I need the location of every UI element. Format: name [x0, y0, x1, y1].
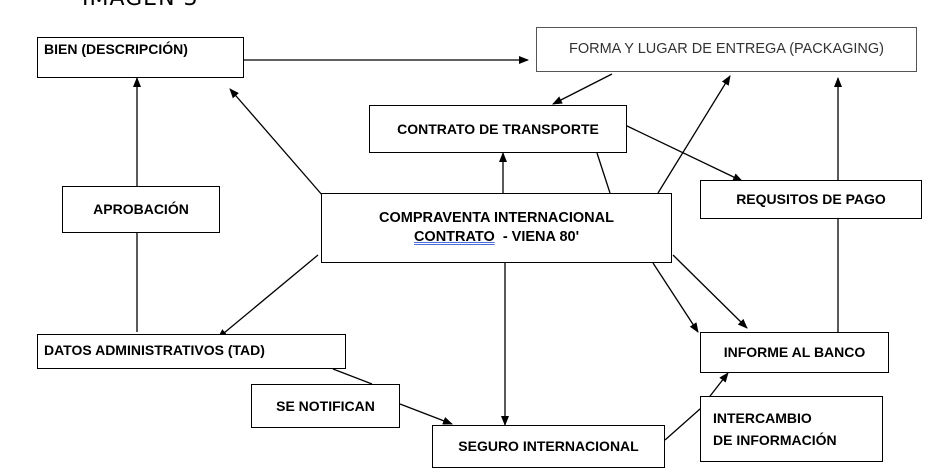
node-compraventa-line2: CONTRATO - VIENA 80' [414, 228, 579, 247]
node-intercambio-informacion: INTERCAMBIO DE INFORMACIÓN [700, 396, 883, 462]
line-seguro-to-intercambio [664, 408, 701, 441]
arrow-compraventa-to-datos [217, 254, 319, 339]
node-informe-banco: INFORME AL BANCO [700, 332, 889, 373]
arrow-compraventa-to-forma [657, 75, 731, 194]
node-intercambio-line2: DE INFORMACIÓN [713, 432, 837, 448]
arrow-compraventa-to-bien [229, 88, 324, 197]
node-datos-label: DATOS ADMINISTRATIVOS (TAD) [44, 342, 265, 358]
line-datos-to-senotifican [332, 368, 373, 385]
node-requisitos-label: REQUSITOS DE PAGO [736, 191, 886, 207]
node-contrato-transporte-label: CONTRATO DE TRANSPORTE [397, 120, 599, 137]
diagram-heading: IMAGEN 3 [82, 0, 199, 11]
node-bien-label: BIEN (DESCRIPCIÓN) [44, 41, 188, 57]
node-forma-label: FORMA Y LUGAR DE ENTREGA (PACKAGING) [568, 41, 885, 57]
node-aprobacion-label: APROBACIÓN [93, 201, 189, 217]
arrow-forma-to-contrato-transporte [552, 73, 613, 105]
line-contrato-transporte-to-compraventa [596, 152, 611, 194]
node-datos-administrativos: DATOS ADMINISTRATIVOS (TAD) [37, 334, 346, 369]
node-se-notifican-label: SE NOTIFICAN [276, 397, 375, 414]
node-compraventa-line1: COMPRAVENTA INTERNACIONAL [379, 210, 614, 226]
node-requisitos-pago: REQUSITOS DE PAGO [700, 180, 922, 219]
node-forma-lugar-entrega: FORMA Y LUGAR DE ENTREGA (PACKAGING) [536, 27, 917, 72]
node-intercambio-line1: INTERCAMBIO [713, 410, 812, 426]
node-aprobacion: APROBACIÓN [62, 186, 220, 233]
node-informe-label: INFORME AL BANCO [723, 344, 866, 360]
node-se-notifican: SE NOTIFICAN [251, 384, 400, 428]
arrow-senotifican-to-seguro [399, 403, 453, 425]
arrow-compraventa-to-informe-2 [672, 254, 748, 329]
node-compraventa-internacional: COMPRAVENTA INTERNACIONAL CONTRATO - VIE… [321, 193, 672, 263]
node-seguro-label: SEGURO INTERNACIONAL [458, 438, 639, 454]
node-compraventa-contrato-word: CONTRATO [413, 229, 495, 245]
arrow-compraventa-to-informe-1 [652, 262, 699, 333]
arrow-contrato-transporte-to-requisitos [624, 124, 743, 182]
node-seguro-internacional: SEGURO INTERNACIONAL [432, 425, 665, 468]
node-contrato-transporte: CONTRATO DE TRANSPORTE [369, 105, 627, 153]
node-bien: BIEN (DESCRIPCIÓN) [37, 37, 244, 78]
node-compraventa-viena: - VIENA 80' [494, 229, 580, 245]
